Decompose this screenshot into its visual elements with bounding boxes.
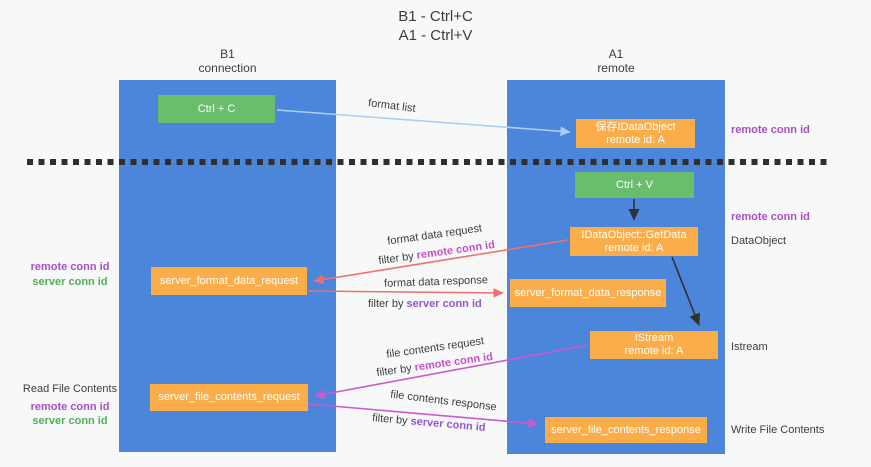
filter-by-server-2: filter by server conn id bbox=[372, 412, 486, 434]
server-conn-id-filter: server conn id bbox=[410, 415, 487, 434]
ctrl-v-box: Ctrl + V bbox=[575, 172, 694, 198]
ctrl-c-box: Ctrl + C bbox=[158, 95, 275, 123]
filter-prefix: filter by bbox=[375, 362, 413, 380]
istream-line1: IStream bbox=[634, 332, 674, 344]
title-line-1: B1 - Ctrl+C bbox=[398, 8, 473, 25]
read-file-contents-label: Read File Contents bbox=[22, 383, 118, 395]
saved-idataobject-line1: 保存IDataObject bbox=[595, 120, 676, 133]
idataobject-getdata-box: IDataObject::GetData remote id: A bbox=[570, 227, 698, 256]
right-column-header: A1 remote bbox=[507, 47, 725, 75]
dashed-separator bbox=[27, 159, 832, 165]
saved-idataobject-box: 保存IDataObject remote id: A bbox=[576, 119, 695, 148]
arrow-format-data-response bbox=[307, 288, 504, 298]
write-file-contents-label: Write File Contents bbox=[731, 424, 825, 436]
getdata-line1: IDataObject::GetData bbox=[581, 228, 687, 241]
server-file-contents-request-box: server_file_contents_request bbox=[150, 384, 308, 411]
saved-idataobject-line2: remote id: A bbox=[606, 133, 665, 146]
ctrl-c-label: Ctrl + C bbox=[197, 102, 236, 115]
istream-box: IStream remote id: A bbox=[590, 331, 718, 359]
dataobject-label: DataObject bbox=[731, 235, 787, 247]
server-conn-id-filter: server conn id bbox=[406, 298, 482, 310]
left-remote-conn-id-label-2: remote conn id bbox=[30, 401, 110, 413]
left-server-conn-id-label: server conn id bbox=[32, 276, 108, 288]
left-server-conn-id-label-2: server conn id bbox=[32, 415, 108, 427]
remote-conn-id-filter: remote conn id bbox=[415, 238, 496, 262]
file-contents-response-label: file contents response bbox=[389, 388, 498, 414]
server-file-contents-response-box: server_file_contents_response bbox=[545, 417, 707, 443]
filter-prefix: filter by bbox=[377, 250, 415, 268]
left-column-header: B1 connection bbox=[119, 47, 336, 75]
format-list-label: format list bbox=[367, 97, 417, 115]
server-format-data-request-box: server_format_data_request bbox=[151, 267, 307, 295]
server-file-contents-request-label: server_file_contents_request bbox=[158, 391, 300, 403]
right-column-subtitle: remote bbox=[597, 61, 635, 75]
server-format-data-request-label: server_format_data_request bbox=[159, 274, 299, 287]
left-remote-conn-id-label: remote conn id bbox=[30, 261, 110, 273]
server-format-data-response-box: server_format_data_response bbox=[510, 279, 666, 307]
left-column-name: B1 bbox=[220, 47, 235, 61]
title-line-2: A1 - Ctrl+V bbox=[398, 27, 473, 44]
filter-prefix: filter by bbox=[371, 412, 409, 428]
format-data-response-label: format data response bbox=[383, 274, 489, 290]
filter-by-server-1: filter by server conn id bbox=[368, 298, 482, 310]
server-format-data-response-label: server_format_data_response bbox=[514, 286, 662, 299]
getdata-line2: remote id: A bbox=[604, 241, 664, 254]
istream-line2: remote id: A bbox=[624, 345, 684, 357]
page-title: B1 - Ctrl+C A1 - Ctrl+V bbox=[0, 7, 871, 45]
right-remote-conn-id-mid-label: remote conn id bbox=[731, 211, 810, 223]
ctrl-v-label: Ctrl + V bbox=[616, 178, 653, 191]
right-column-name: A1 bbox=[608, 47, 624, 61]
right-remote-conn-id-top-label: remote conn id bbox=[731, 124, 810, 136]
istream-side-label: Istream bbox=[731, 341, 768, 353]
server-file-contents-response-label: server_file_contents_response bbox=[551, 423, 701, 436]
left-column-subtitle: connection bbox=[198, 61, 257, 75]
filter-prefix: filter by bbox=[368, 298, 404, 310]
